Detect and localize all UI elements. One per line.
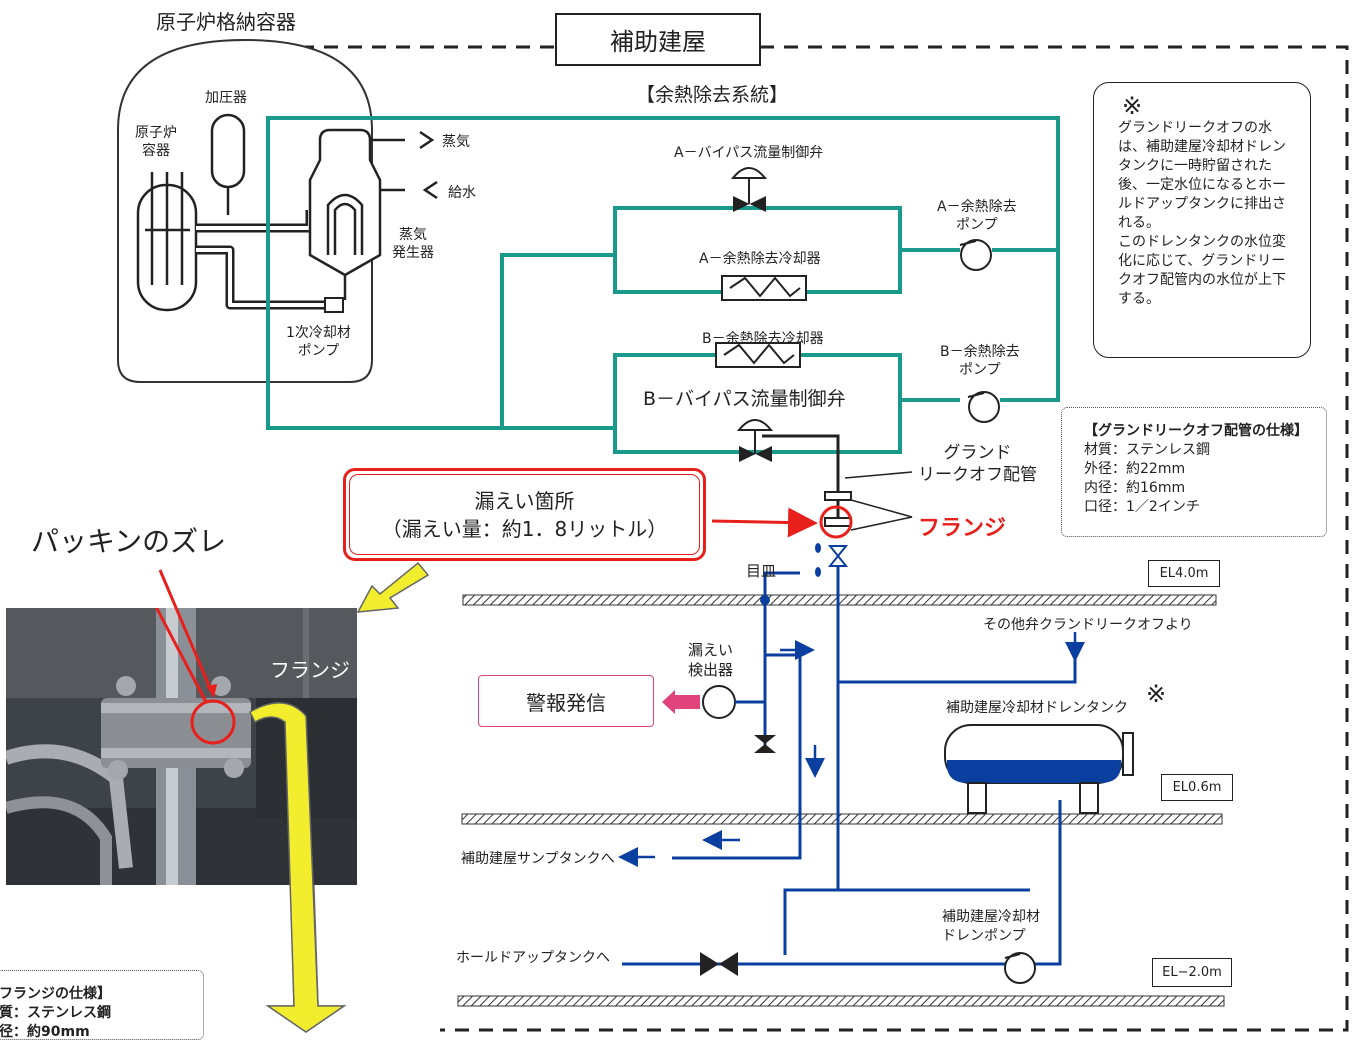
photo-illustration: [6, 608, 357, 885]
b-bypass-valve-label: B－バイパス流量制御弁: [643, 384, 846, 411]
flange-label: フランジ: [918, 516, 1007, 541]
feedwater-arrow: [422, 180, 438, 200]
holdup-valve: [700, 952, 738, 976]
pipe-spec-title: 【グランドリークオフ配管の仕様】: [1084, 423, 1308, 439]
note-text: グランドリークオフの水は、補助建屋冷却材ドレンタンクに一時貯留された後、一定水位…: [1118, 120, 1286, 307]
sight-glass: [760, 595, 770, 605]
leak-point-circle: [819, 505, 853, 539]
b-rhr-pump-label: B－余熱除去 ポンプ: [940, 344, 1020, 378]
b-bypass-valve: [736, 419, 774, 462]
flange-spec-box: フランジの仕様】 質：ステンレス鋼 径：約90mm: [0, 970, 204, 1040]
packing-label: パッキンのズレ: [31, 525, 227, 558]
flange-photo: フランジ: [6, 608, 357, 885]
aux-building-boundary: [300, 45, 1349, 1032]
elevation-el06: EL0.6m: [1161, 774, 1233, 801]
a-bypass-valve: [730, 167, 768, 212]
steam-arrow: [419, 130, 435, 150]
a-rhr-pump: [959, 239, 992, 271]
elevation-el-2-text: EL−2.0m: [1162, 965, 1222, 980]
feedwater-label: 給水: [448, 185, 476, 201]
photo-flange-label: フランジ: [270, 658, 350, 682]
flange-spec-line: 径：約90mm: [0, 1024, 90, 1040]
flange-spec-line: 質：ステンレス鋼: [0, 1005, 111, 1021]
drain-valve: [827, 545, 849, 567]
alarm-arrow: [662, 690, 700, 714]
a-bypass-valve-label: A－バイパス流量制御弁: [674, 145, 824, 161]
a-rhr-cooler-label: A－余熱除去冷却器: [699, 251, 821, 267]
drain-tank: [944, 724, 1134, 814]
floor-el06: [461, 813, 1223, 825]
leak-detector: [702, 685, 736, 719]
drain-tank-asterisk: ※: [1146, 680, 1167, 708]
drain-pump-label: 補助建屋冷却材 ドレンポンプ: [942, 909, 1040, 944]
note-box: ※ グランドリークオフの水は、補助建屋冷却材ドレンタンクに一時貯留された後、一定…: [1093, 82, 1311, 358]
pressurizer-label: 加圧器: [205, 90, 247, 106]
alarm-box: 警報発信: [478, 675, 654, 727]
leak-detector-label: 漏えい 検出器: [688, 641, 734, 679]
reactor-vessel: [136, 172, 198, 312]
pressurizer: [210, 113, 246, 215]
system-title: 【余熱除去系統】: [636, 84, 789, 106]
drain-piping: [622, 566, 1077, 966]
floor-el-2: [457, 995, 1225, 1007]
detector-drain-valve: [754, 735, 776, 753]
pipe-spec-line: 口径：1／2インチ: [1084, 499, 1200, 515]
steam-generator-label: 蒸気 発生器: [392, 227, 434, 261]
pipe-spec-line: 材質：ステンレス鋼: [1084, 442, 1210, 458]
elevation-el06-text: EL0.6m: [1172, 780, 1222, 795]
primary-pump: [324, 297, 344, 313]
pipe-spec-line: 外径：約22mm: [1084, 461, 1186, 477]
rhr-piping: [266, 116, 1060, 454]
b-rhr-cooler-label: B－余熱除去冷却器: [702, 331, 824, 347]
primary-pump-label: 1次冷却材 ポンプ: [286, 325, 351, 359]
sight-glass-label: 目皿: [746, 562, 777, 580]
steam-label: 蒸気: [442, 134, 470, 150]
gland-pointer: [844, 471, 913, 479]
flange-spec-title: フランジの仕様】: [0, 986, 111, 1002]
aux-building-title-text: 補助建屋: [610, 28, 706, 56]
aux-building-title: 補助建屋: [555, 13, 761, 66]
note-mark: ※: [1122, 92, 1143, 120]
other-valves-label: その他弁クランドリークオフより: [983, 617, 1193, 633]
a-rhr-pump-label: A－余熱除去 ポンプ: [937, 199, 1017, 233]
elevation-el-2: EL−2.0m: [1152, 958, 1232, 987]
leak-arrow: [711, 507, 818, 538]
reactor-vessel-label: 原子炉 容器: [135, 125, 177, 159]
drain-tank-label: 補助建屋冷却材ドレンタンク: [946, 700, 1128, 716]
yellow-arrow-to-photo: [356, 561, 430, 613]
to-holdup-label: ホールドアップタンクへ: [456, 950, 610, 966]
elevation-el4: EL4.0m: [1148, 560, 1220, 587]
a-rhr-cooler: [721, 275, 807, 301]
gland-leakoff-pipe-label: グランド リークオフ配管: [918, 443, 1037, 485]
gland-leakoff-pipe: [762, 434, 852, 527]
alarm-label: 警報発信: [526, 690, 606, 715]
flange-pointer: [850, 499, 913, 531]
containment-label: 原子炉格納容器: [156, 10, 296, 34]
leak-callout-line2: （漏えい量：約1．8リットル）: [381, 516, 668, 541]
leak-callout: 漏えい箇所 （漏えい量：約1．8リットル）: [343, 468, 706, 561]
leak-callout-line1: 漏えい箇所: [474, 488, 575, 513]
pipe-spec-line: 内径：約16mm: [1084, 480, 1186, 496]
to-sump-label: 補助建屋サンプタンクへ: [461, 851, 615, 867]
drain-pump: [1004, 952, 1036, 984]
steam-generator: [308, 128, 405, 300]
b-rhr-pump: [967, 391, 1000, 423]
pipe-spec-box: 【グランドリークオフ配管の仕様】 材質：ステンレス鋼 外径：約22mm 内径：約…: [1061, 407, 1327, 537]
b-rhr-cooler: [715, 342, 801, 368]
elevation-el4-text: EL4.0m: [1159, 566, 1209, 581]
